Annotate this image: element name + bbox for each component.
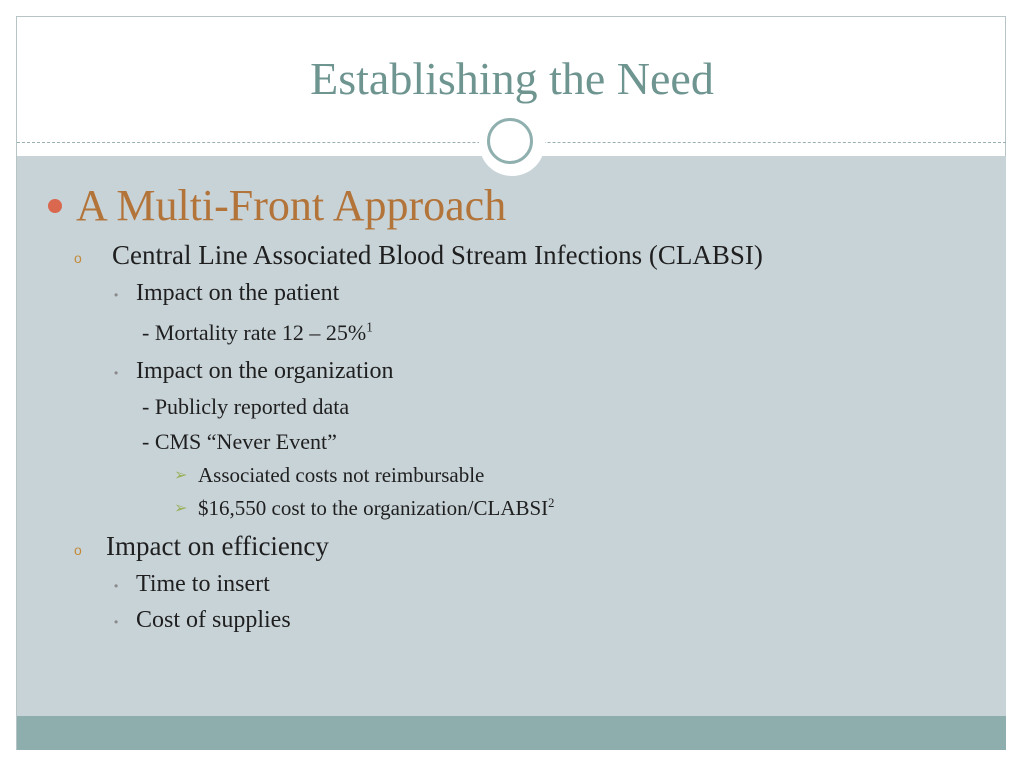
mortality-ref: 1: [366, 319, 373, 335]
efficiency-item: Impact on efficiency: [106, 531, 329, 561]
hollow-bullet-icon: o: [74, 250, 82, 266]
cost-per-text: $16,550 cost to the organization/CLABSI: [198, 496, 549, 520]
arrow-bullet-icon: ➢: [174, 465, 188, 484]
mortality-item: - Mortality rate 12 – 25%1: [142, 320, 373, 346]
heading-bullet-icon: [48, 199, 62, 213]
section-heading: A Multi-Front Approach: [76, 181, 507, 230]
arrow-bullet-icon: ➢: [174, 498, 188, 517]
impact-org-item: Impact on the organization: [136, 358, 394, 384]
cost-ref: 2: [548, 496, 555, 510]
footer-bar: [17, 716, 1006, 750]
cost-of-supplies-item: Cost of supplies: [136, 607, 291, 633]
ring-ornament-inner: [487, 118, 533, 164]
cost-per-clabsi-item: $16,550 cost to the organization/CLABSI2: [198, 496, 554, 521]
slide-title: Establishing the Need: [310, 53, 714, 104]
small-bullet-icon: •: [114, 366, 119, 380]
small-bullet-icon: •: [114, 288, 119, 302]
costs-not-reimbursable-item: Associated costs not reimbursable: [198, 463, 485, 487]
mortality-text: - Mortality rate 12 – 25%: [142, 320, 367, 345]
cms-item: - CMS “Never Event”: [142, 429, 337, 454]
content-panel: [17, 156, 1006, 716]
clabsi-item: Central Line Associated Blood Stream Inf…: [112, 240, 763, 270]
small-bullet-icon: •: [114, 615, 119, 629]
public-data-item: - Publicly reported data: [142, 394, 350, 419]
small-bullet-icon: •: [114, 579, 119, 593]
hollow-bullet-icon: o: [74, 542, 82, 558]
impact-patient-item: Impact on the patient: [136, 280, 340, 306]
time-to-insert-item: Time to insert: [136, 571, 270, 597]
